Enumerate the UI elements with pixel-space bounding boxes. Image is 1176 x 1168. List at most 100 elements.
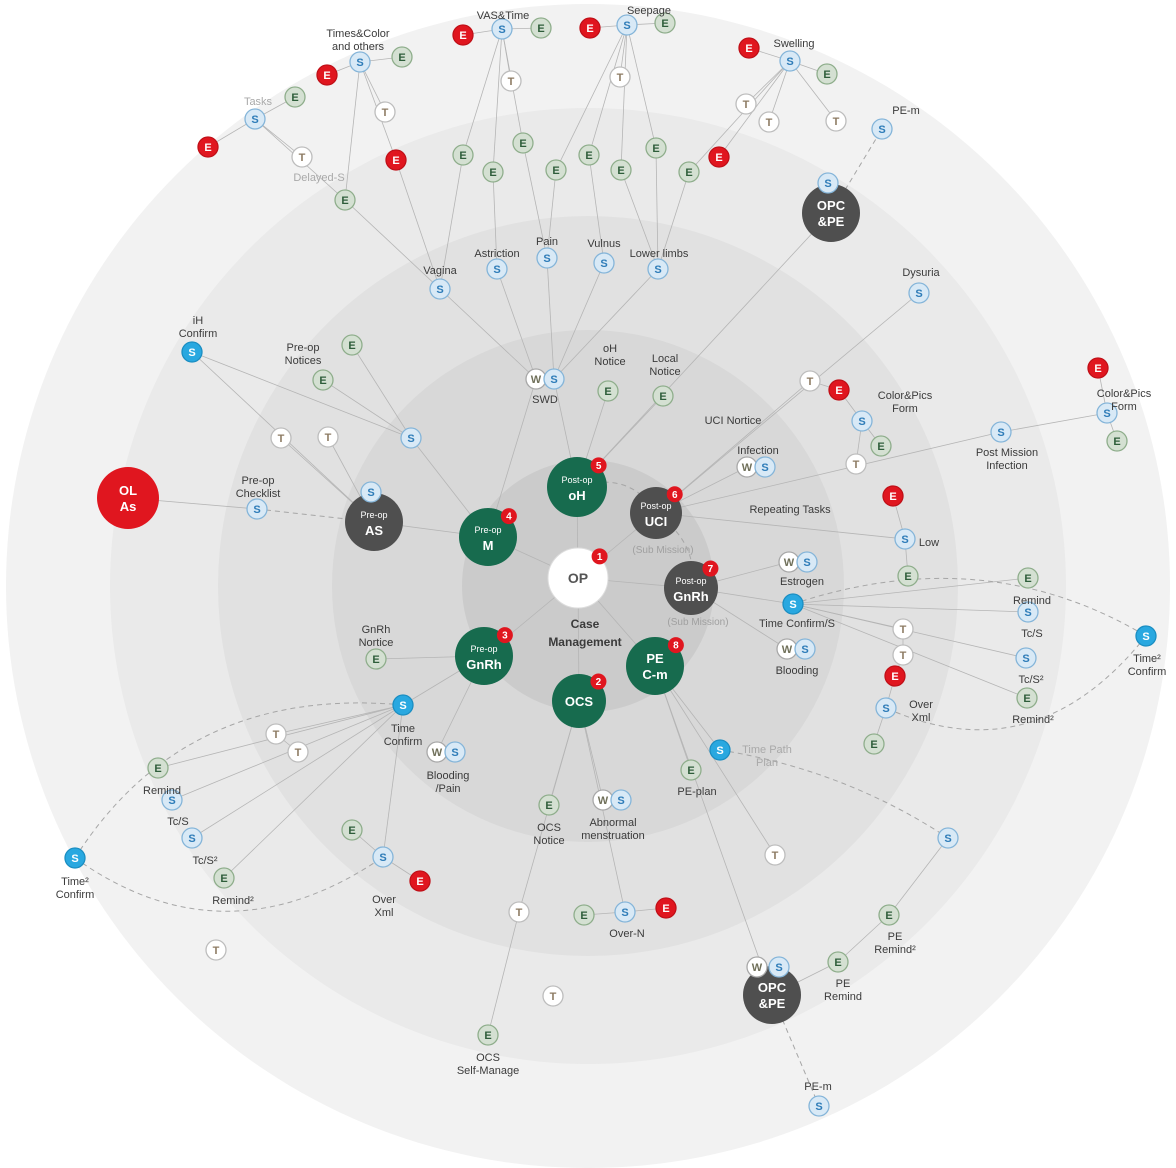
- mission-opcpe_bot-top-badge-S: S: [768, 956, 790, 978]
- node-t2r_s-letter: S: [1142, 631, 1149, 643]
- diagram-label-line: PE-m: [892, 105, 920, 117]
- diagram-label-line: Management: [548, 635, 621, 649]
- mission-pe_cm-circle: [626, 637, 684, 695]
- node-rr_s2-circle: [1015, 647, 1037, 669]
- diagram-label-line: Time²: [1133, 653, 1161, 665]
- node-on_s: S: [614, 901, 636, 923]
- edge: [344, 199, 441, 290]
- edge: [382, 704, 404, 858]
- diagram-label-line: (Sub Mission): [632, 545, 693, 556]
- diagram-label-line: Pre-op: [241, 475, 274, 487]
- diagram-label-line: Time: [391, 723, 415, 735]
- badge-circle: [667, 637, 684, 654]
- diagram-label: Vagina: [423, 265, 457, 277]
- diagram-label-line: Blooding: [427, 770, 470, 782]
- mission-postop_oh-circle: [547, 457, 607, 517]
- node-on_er-letter: E: [662, 903, 669, 915]
- node-g_e2-circle: [452, 144, 474, 166]
- node-t4_er: E: [579, 17, 601, 39]
- node-t4_t-circle: [609, 66, 631, 88]
- node-lt_t2-circle: [287, 741, 309, 763]
- node-lr_s2: S: [181, 827, 203, 849]
- badge-number: 3: [502, 631, 508, 642]
- badge-number: 5: [596, 461, 602, 472]
- node-pn_s-circle: [400, 427, 422, 449]
- edge: [351, 344, 412, 439]
- mission-opcpe_bot-label: &PE: [759, 996, 786, 1011]
- node-blo_s-circle: [794, 638, 816, 660]
- diagram-label: PE-plan: [677, 786, 716, 798]
- node-low_s-circle: [894, 528, 916, 550]
- diagram-label: UCI Nortice: [705, 415, 762, 427]
- node-tcs_s-letter: S: [789, 599, 796, 611]
- node-rr_s1-letter: S: [1024, 607, 1031, 619]
- node-abn_w: W: [592, 789, 614, 811]
- diagram-label-line: Tc/S²: [192, 855, 217, 867]
- node-abn_s: S: [610, 789, 632, 811]
- node-m_astriction-circle: [486, 258, 508, 280]
- diagram-label-line: and others: [332, 41, 384, 53]
- node-oxl_e: E: [341, 819, 363, 841]
- badge-number: 1: [597, 552, 603, 563]
- node-low_e-letter: E: [904, 571, 911, 583]
- node-m_vulnus-circle: [593, 252, 615, 274]
- node-on_er: E: [655, 897, 677, 919]
- diagram-label-line: Delayed-S: [293, 172, 344, 184]
- badge-circle: [666, 486, 683, 503]
- node-g_er1-circle: [385, 149, 407, 171]
- node-t5_s-letter: S: [786, 56, 793, 68]
- node-gn_e-letter: E: [372, 654, 379, 666]
- node-bp_s-circle: [444, 741, 466, 763]
- edge: [588, 154, 605, 264]
- node-swd_w-letter: W: [531, 374, 542, 386]
- diagram-label-line: Tc/S²: [1018, 674, 1043, 686]
- node-oxl_er: E: [409, 870, 431, 892]
- node-chk_s: S: [246, 498, 268, 520]
- diagram-label: Tc/S: [1021, 628, 1042, 640]
- diagram-label-line: Remind: [824, 991, 862, 1003]
- edge: [792, 577, 1029, 605]
- mission-opcpe_bot-top-badge-W-circle: [746, 956, 768, 978]
- diagram-label-line: Color&Pics: [1097, 388, 1152, 400]
- node-ucip_er: E: [828, 379, 850, 401]
- badge-number: 8: [673, 641, 679, 652]
- diagram-label-line: PE: [888, 931, 903, 943]
- mission-pe_cm-badge: 8: [667, 637, 684, 654]
- node-m_pain-circle: [536, 247, 558, 269]
- node-t1_t-letter: T: [299, 152, 306, 164]
- mission-preop_m-circle: [459, 508, 517, 566]
- diagram-label: Swelling: [774, 38, 815, 50]
- diagram-label-line: iH: [193, 315, 203, 327]
- edge: [626, 24, 657, 149]
- node-low_er-circle: [882, 485, 904, 507]
- node-pn_t2: T: [317, 426, 339, 448]
- node-t1_s-letter: S: [251, 114, 258, 126]
- mission-op: OP1: [547, 547, 609, 609]
- diagram-label-line: Over: [909, 699, 933, 711]
- node-low_er-letter: E: [889, 491, 896, 503]
- node-rs_s-letter: S: [944, 833, 951, 845]
- mission-opcpe_bot-circle: [743, 966, 801, 1024]
- diagram-label-line: Confirm: [384, 736, 423, 748]
- node-oxl_s-circle: [372, 846, 394, 868]
- mission-opcpe_bot-top-badge-W-letter: W: [752, 962, 763, 974]
- node-t3_e-circle: [530, 17, 552, 39]
- node-t5_t1-circle: [735, 93, 757, 115]
- node-swd_s: S: [543, 368, 565, 390]
- diagram-label-line: Vagina: [423, 265, 457, 277]
- node-r_t2-circle: [892, 644, 914, 666]
- node-est_w-letter: W: [784, 557, 795, 569]
- node-g_e6-letter: E: [585, 150, 592, 162]
- diagram-label-line: Pre-op: [286, 342, 319, 354]
- mission-opcpe_top: OPC&PES: [802, 172, 860, 242]
- badge-number: 6: [672, 490, 678, 501]
- node-t2_er: E: [316, 64, 338, 86]
- node-chk_s-letter: S: [253, 504, 260, 516]
